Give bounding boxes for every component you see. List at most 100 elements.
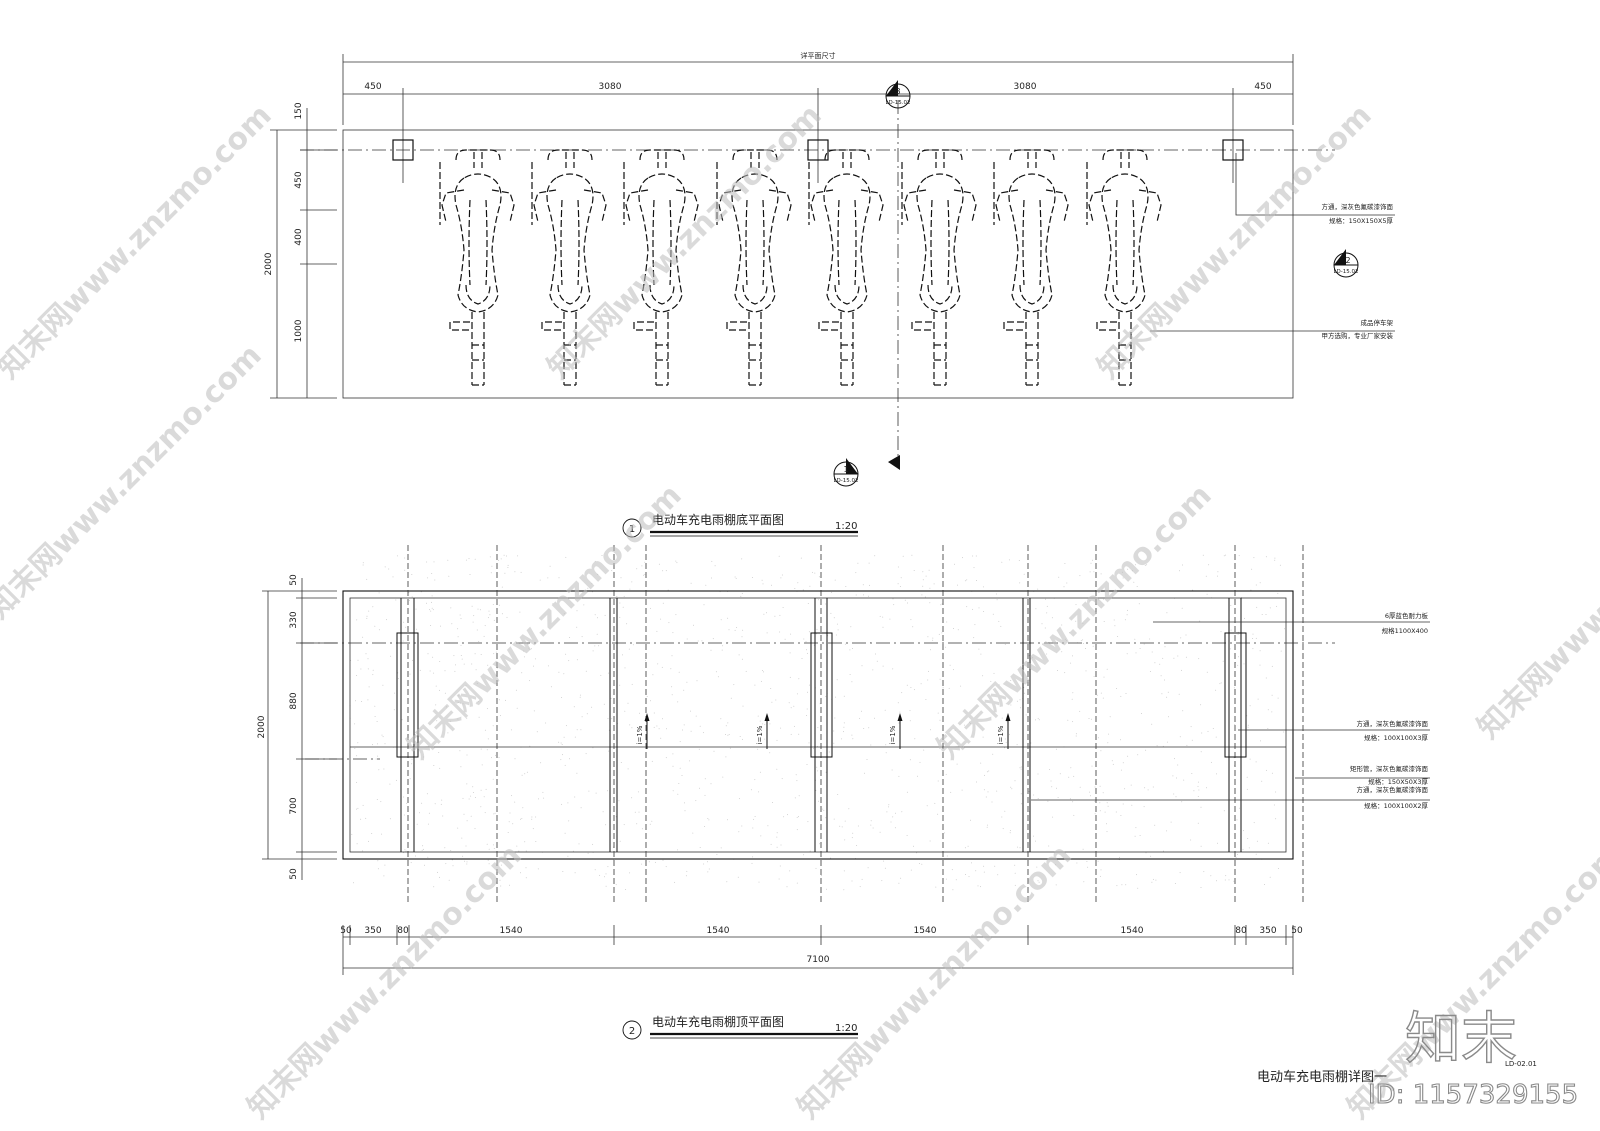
h-dim-total: 7100 [807, 955, 830, 965]
h-dim-label: 1540 [914, 926, 937, 936]
column-square [1222, 139, 1244, 161]
v-dim-total: 2000 [257, 715, 267, 738]
beams [400, 598, 1242, 852]
title-number: 2 [629, 1026, 635, 1037]
h-dim-label: 80 [1235, 926, 1247, 936]
v-dim-label: 50 [289, 574, 299, 586]
bottom-plan-title: 2 电动车充电雨棚顶平面图 1:20 [622, 1014, 858, 1040]
watermark-text: 知末网www.znzmo.com [1471, 458, 1600, 746]
column-square [807, 139, 829, 161]
h-dim-label: 3080 [599, 82, 622, 92]
sheet-title-block: 知末 LD-02.01 电动车充电雨棚详图一 ID: 1157329155 [1257, 1006, 1579, 1110]
h-dim-label: 50 [1291, 926, 1303, 936]
top-plan: 详平面尺寸 450 3080 3080 450 2000 150 450 400… [264, 51, 1395, 538]
asset-id: ID: 1157329155 [1368, 1080, 1578, 1110]
h-dim-label: 1540 [500, 926, 523, 936]
column-square [392, 139, 414, 161]
watermark-text: 知末网www.znzmo.com [791, 838, 1079, 1126]
slope-label: i=1% [756, 725, 764, 744]
note-line1: 6厚蓝色耐力板 [1385, 611, 1429, 620]
section-marker-1: 1 LD-15.02 [833, 458, 859, 487]
section-marker-3: 3 LD-15.02 [885, 80, 911, 109]
v-dim-total: 2000 [264, 252, 274, 275]
h-dim-label: 1540 [707, 926, 730, 936]
v-dim-label: 700 [289, 797, 299, 814]
logo-mark: 知末 [1405, 1007, 1517, 1072]
title-text: 电动车充电雨棚底平面图 [652, 512, 784, 527]
h-dim-label: 80 [397, 926, 409, 936]
v-dim-label: 330 [289, 611, 299, 628]
section-arrow [888, 455, 900, 470]
sheet-title: 电动车充电雨棚详图一 [1257, 1069, 1387, 1085]
note-line1: 方通，深灰色氟碳漆饰面 [1322, 202, 1394, 211]
note-line2: 甲方选购，专业厂家安装 [1322, 331, 1394, 340]
column-cap [1224, 632, 1247, 758]
v-dim-label: 450 [294, 171, 304, 188]
section-ref: LD-15.02 [885, 100, 910, 106]
note-line2: 规格：150X150X5厚 [1329, 216, 1393, 225]
h-dim-label: 1540 [1121, 926, 1144, 936]
roof-inner-frame [349, 597, 1287, 853]
bike-icon [901, 149, 977, 386]
top-plan-title: 1 电动车充电雨棚底平面图 1:20 [622, 512, 858, 538]
section-num: 3 [895, 87, 900, 96]
slope-label: i=1% [636, 725, 644, 744]
title-number: 1 [629, 524, 635, 535]
bottom-h-dims: 50 350 80 1540 1540 1540 1540 80 350 50 … [340, 926, 1303, 965]
h-dim-label: 3080 [1014, 82, 1037, 92]
note-line2: 规格：100X100X3厚 [1364, 733, 1428, 742]
title-scale: 1:20 [835, 1023, 857, 1034]
bike-icon [439, 149, 515, 386]
note-line1: 方通，深灰色氟碳漆饰面 [1357, 785, 1429, 794]
note-line1: 成品停车架 [1361, 318, 1394, 327]
v-dim-label: 400 [294, 228, 304, 245]
title-text: 电动车充电雨棚顶平面图 [652, 1014, 784, 1029]
h-dim-label: 450 [364, 82, 381, 92]
slope-label: i=1% [889, 725, 897, 744]
note-line2: 规格：100X100X2厚 [1364, 801, 1428, 810]
note-line1: 矩形管，深灰色氟碳漆饰面 [1350, 764, 1429, 773]
top-h-dims: 450 3080 3080 450 [364, 82, 1271, 92]
h-dim-label: 350 [1259, 926, 1276, 936]
column-cap [396, 632, 419, 758]
section-marker-2: 2 LD-15.02 [1333, 249, 1359, 278]
watermarks: 知末网www.znzmo.com 知末网www.znzmo.com 知末网www… [0, 98, 1600, 1126]
bike-icon [808, 149, 884, 386]
panel-texture [349, 554, 1285, 891]
note-line1: 方通，深灰色氟碳漆饰面 [1357, 719, 1429, 728]
v-dim-label: 150 [294, 102, 304, 119]
h-dim-label: 50 [340, 926, 352, 936]
v-dim-label: 880 [289, 692, 299, 709]
slope-label: i=1% [997, 725, 1005, 744]
overall-dim-label: 详平面尺寸 [801, 51, 836, 60]
watermark-text: 知末网www.znzmo.com [0, 98, 279, 386]
section-num: 2 [1345, 256, 1350, 265]
bike-icon [993, 149, 1069, 386]
v-dim-label: 1000 [294, 319, 304, 342]
watermark-text: 知末网www.znzmo.com [241, 838, 529, 1126]
h-dim-label: 450 [1254, 82, 1271, 92]
v-dim-label: 50 [289, 868, 299, 880]
slope-indicators: i=1% i=1% i=1% i=1% [636, 713, 1011, 749]
note-leader [1235, 153, 1395, 216]
h-dim-label: 350 [364, 926, 381, 936]
panel-lines [407, 545, 1304, 905]
bike-icon [531, 149, 607, 386]
bike-group [439, 149, 1162, 386]
title-scale: 1:20 [835, 521, 857, 532]
section-num: 1 [843, 465, 848, 474]
bike-icon [716, 149, 792, 386]
watermark-text: 知末网www.znzmo.com [541, 98, 829, 386]
sheet-code: LD-02.01 [1505, 1060, 1537, 1068]
section-ref: LD-15.02 [1333, 269, 1358, 275]
note-line2: 规格：150X50X3厚 [1368, 777, 1428, 786]
bike-icon [1086, 149, 1162, 386]
watermark-text: 知末网www.znzmo.com [0, 338, 269, 626]
column-cap [810, 632, 833, 758]
roof-outline [342, 590, 1294, 860]
bottom-dim-ticks [342, 925, 1294, 975]
section-ref: LD-15.02 [833, 478, 858, 484]
bottom-plan: i=1% i=1% i=1% i=1% 2000 50 330 880 700 … [257, 545, 1430, 1040]
note-line2: 规格1100X400 [1382, 626, 1428, 635]
